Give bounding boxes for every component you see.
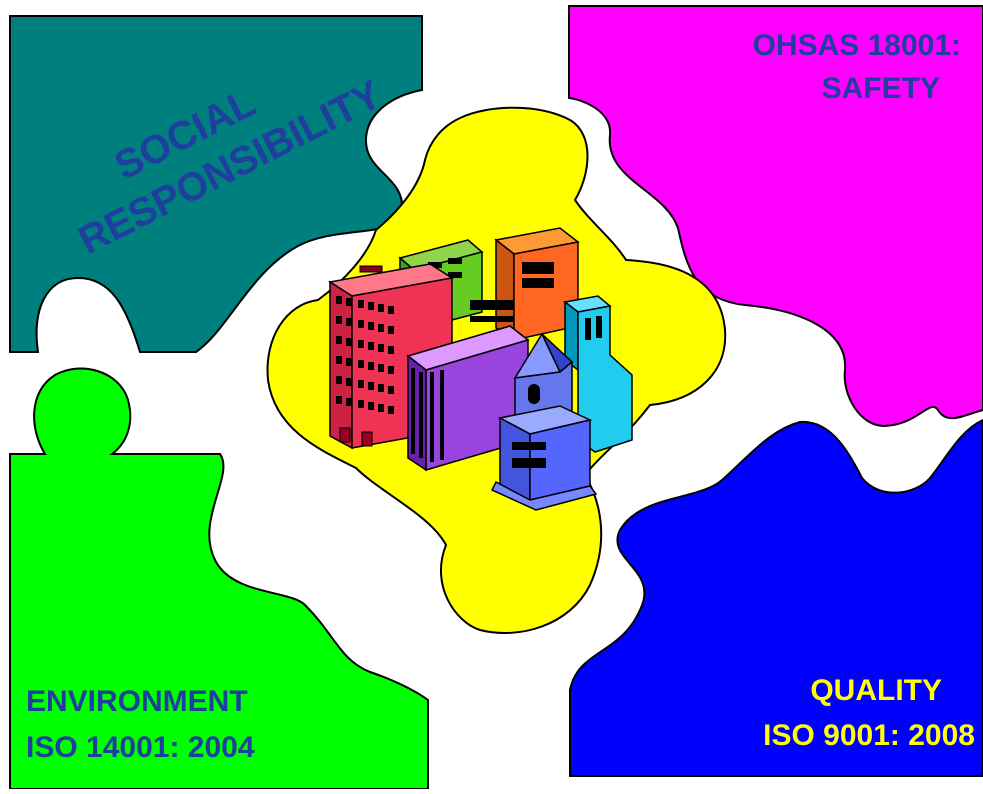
- environment-piece: [9, 367, 429, 790]
- city-buildings-icon: [327, 227, 633, 511]
- safety-label-line1: OHSAS 18001:: [753, 29, 961, 62]
- environment-label-line2: ISO 14001: 2004: [26, 731, 255, 764]
- safety-label-line2: SAFETY: [822, 72, 940, 105]
- social-responsibility-piece: [9, 15, 423, 353]
- quality-label-line1: QUALITY: [810, 674, 942, 707]
- environment-label-line1: ENVIRONMENT: [26, 685, 248, 718]
- quality-label-line2: ISO 9001: 2008: [763, 719, 975, 752]
- safety-piece: [568, 5, 983, 428]
- quality-piece: [569, 418, 983, 777]
